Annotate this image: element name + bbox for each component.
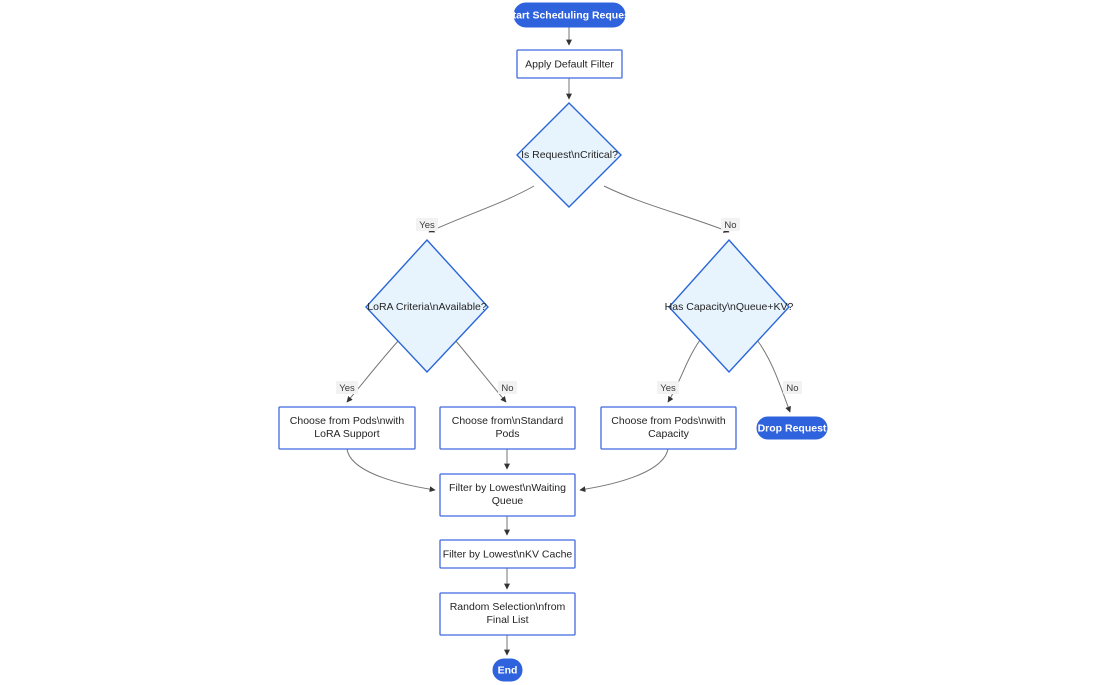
node-choose-pods-capacity-label-line1: Choose from Pods\nwith (611, 415, 726, 427)
node-start[interactable]: Start Scheduling Request (506, 2, 634, 28)
node-is-request-critical[interactable]: Is Request\nCritical? (516, 102, 622, 208)
node-apply-default-filter[interactable]: Apply Default Filter (516, 49, 623, 79)
edge-lora-criteria-to-pods-lora (346, 339, 400, 403)
node-choose-pods-capacity[interactable]: Choose from Pods\nwith Capacity (600, 406, 737, 450)
edge-label-critical-no-text: No (724, 220, 736, 231)
node-choose-pods-lora[interactable]: Choose from Pods\nwith LoRA Support (278, 406, 416, 450)
node-filter-kv-cache[interactable]: Filter by Lowest\nKV Cache (439, 539, 576, 569)
node-filter-waiting-queue-label-line1: Filter by Lowest\nWaiting (449, 482, 566, 494)
edge-label-critical-yes-text: Yes (419, 220, 435, 231)
edge-label-capacity-no: No (783, 381, 802, 394)
node-drop-request[interactable]: Drop Request (756, 416, 828, 440)
edge-label-lora-yes: Yes (336, 381, 358, 394)
node-has-capacity-label: Has Capacity\nQueue+KV? (665, 301, 794, 313)
node-filter-waiting-queue-label-line2: Queue (492, 495, 524, 507)
node-lora-criteria-available-label: LoRA Criteria\nAvailable? (367, 301, 487, 313)
node-lora-criteria-available[interactable]: LoRA Criteria\nAvailable? (365, 238, 489, 374)
edge-is-critical-to-has-capacity (603, 185, 730, 233)
node-choose-pods-lora-label-line1: Choose from Pods\nwith (290, 415, 405, 427)
edge-label-lora-yes-text: Yes (339, 383, 355, 394)
edge-label-lora-no-text: No (501, 383, 513, 394)
edge-label-critical-no: No (721, 218, 740, 231)
edge-label-capacity-no-text: No (786, 383, 798, 394)
node-filter-kv-cache-label: Filter by Lowest\nKV Cache (443, 548, 573, 560)
edge-label-critical-yes: Yes (416, 218, 438, 231)
edges-layer (346, 27, 791, 656)
edge-lora-criteria-to-pods-standard (454, 339, 507, 403)
edge-pods-capacity-to-filter-queue (579, 448, 669, 493)
node-choose-pods-capacity-label-line2: Capacity (648, 428, 690, 440)
edge-labels-layer: Yes No Yes No Yes No (336, 218, 802, 394)
node-end-label: End (498, 664, 518, 676)
node-has-capacity[interactable]: Has Capacity\nQueue+KV? (665, 238, 794, 374)
node-random-selection[interactable]: Random Selection\nfrom Final List (439, 592, 576, 636)
node-drop-request-label: Drop Request (758, 422, 827, 434)
edge-label-capacity-yes: Yes (657, 381, 679, 394)
node-apply-default-filter-label: Apply Default Filter (525, 58, 614, 70)
node-filter-waiting-queue[interactable]: Filter by Lowest\nWaiting Queue (439, 473, 576, 517)
edge-is-critical-to-lora-criteria (428, 185, 535, 233)
edge-has-capacity-to-drop-request (756, 339, 791, 413)
node-random-selection-label-line2: Final List (486, 614, 528, 626)
node-choose-pods-standard-label-line2: Pods (496, 428, 520, 440)
node-end[interactable]: End (492, 658, 523, 682)
node-choose-pods-standard[interactable]: Choose from\nStandard Pods (439, 406, 576, 450)
edge-has-capacity-to-pods-capacity (667, 339, 701, 403)
node-random-selection-label-line1: Random Selection\nfrom (450, 601, 566, 613)
edge-pods-lora-to-filter-queue (346, 448, 436, 493)
node-choose-pods-standard-label-line1: Choose from\nStandard (452, 415, 564, 427)
edge-label-lora-no: No (498, 381, 517, 394)
nodes-layer: Start Scheduling Request Apply Default F… (278, 2, 828, 682)
node-choose-pods-lora-label-line2: LoRA Support (314, 428, 379, 440)
node-is-request-critical-label: Is Request\nCritical? (521, 149, 618, 161)
edge-label-capacity-yes-text: Yes (660, 383, 676, 394)
node-start-label: Start Scheduling Request (506, 9, 634, 21)
